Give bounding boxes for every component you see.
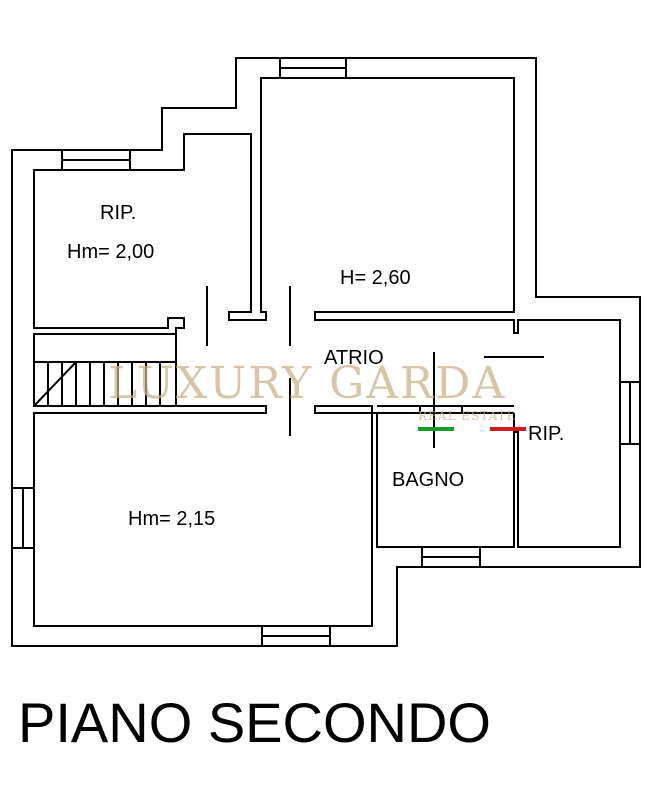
door-swings: [206, 286, 544, 448]
watermark-logo: LUXURY GARDA REAL ESTATE: [108, 358, 516, 423]
watermark-tagline: REAL ESTATE: [418, 409, 516, 423]
floor-title: PIANO SECONDO: [18, 691, 491, 754]
interior-walls: [34, 333, 515, 432]
rip-top-label: RIP.: [100, 202, 136, 224]
watermark-brand: LUXURY GARDA: [108, 358, 506, 409]
bagno-label: BAGNO: [392, 469, 464, 491]
windows: [11, 57, 641, 647]
rip-right-label: RIP.: [528, 423, 564, 445]
staircase: [33, 361, 176, 407]
red-marker: [490, 427, 526, 431]
rip-top-height-label: Hm= 2,00: [67, 241, 154, 263]
atrio-label: ATRIO: [324, 347, 384, 369]
lower-room-height-label: Hm= 2,15: [128, 508, 215, 530]
green-marker: [418, 427, 454, 431]
main-room-height-label: H= 2,60: [340, 267, 411, 289]
